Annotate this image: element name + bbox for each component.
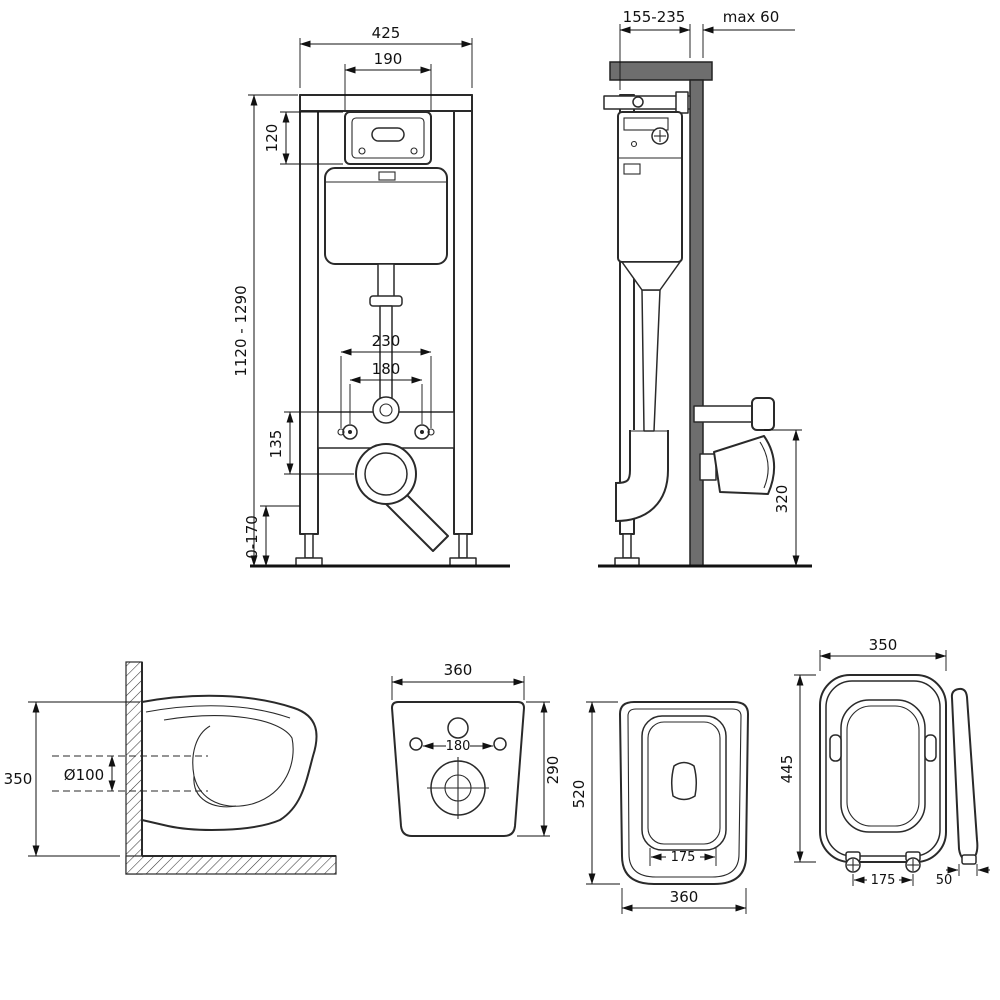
wall-hatched (125, 661, 143, 875)
dim-frame-width-label: 425 (372, 24, 401, 42)
dim-seat-thickness: 50 (936, 864, 990, 888)
dim-flush-width-label: 175 (671, 850, 696, 865)
dim-bowl-front-height-label: 290 (544, 756, 562, 785)
dim-seat-depth: 445 (778, 674, 816, 863)
dim-hole-span: 180 (422, 739, 494, 754)
dim-depth-range-label: 155-235 (623, 8, 686, 26)
dim-bowl-top-width: 360 (621, 888, 747, 914)
dim-hole-span-label: 180 (446, 739, 471, 754)
flush-outlet-side (693, 397, 775, 495)
dim-hinge-span: 175 (852, 873, 914, 888)
dim-seat-thickness-label: 50 (936, 873, 953, 888)
dim-outlet-drop: 135 (267, 411, 354, 475)
cistern-front (324, 167, 448, 265)
bolt-hole-left (409, 737, 423, 751)
flush-pipe-front (369, 263, 403, 399)
dim-frame-height-label: 1120 - 1290 (232, 285, 250, 376)
seat-opening-outer (840, 699, 926, 833)
drain-elbow-side (614, 261, 681, 522)
dim-hinge-span-label: 175 (871, 873, 896, 888)
wall-bracket (603, 91, 691, 114)
dim-bowl-width-label: 360 (444, 661, 473, 679)
dim-bowl-depth-label: 520 (570, 780, 588, 809)
dim-outlet-height-label: 320 (773, 485, 791, 514)
bowl-rim-outer (641, 715, 727, 851)
bowl-rim-inner (647, 721, 721, 845)
dim-fixing-inner-label: 180 (372, 360, 401, 378)
dim-bowl-width: 360 (391, 661, 525, 700)
bowl-front-view: 360 180 290 (391, 661, 562, 837)
frame-side-view: 155-235 max 60 320 (598, 8, 812, 568)
bolt-hole-right (493, 737, 507, 751)
flush-opening (670, 761, 698, 801)
dim-bowl-depth: 520 (570, 701, 620, 885)
dim-bowl-height-label: 350 (4, 770, 33, 788)
dim-fixing-outer-label: 230 (372, 332, 401, 350)
dim-bowl-height: 350 (4, 701, 140, 857)
dim-frame-width: 425 (299, 24, 473, 88)
dim-plate-height-label: 120 (263, 124, 281, 153)
dim-outlet-drop-label: 135 (267, 430, 285, 459)
outlet-assembly-front (337, 396, 449, 552)
bowl-profile (141, 694, 318, 831)
dim-wall-clearance-label: max 60 (723, 8, 780, 26)
cistern-side (617, 111, 683, 263)
seat-slot-left (829, 734, 842, 762)
dim-outlet-diameter: Ø100 (64, 755, 116, 792)
dim-floor-adjust-label: 0-170 (243, 515, 261, 559)
flush-plate (344, 111, 432, 165)
dim-plate-width: 190 (344, 50, 432, 110)
dim-outlet-height: 320 (764, 429, 802, 567)
dim-fixing-inner: 180 (349, 360, 423, 424)
dim-seat-width-label: 350 (869, 636, 898, 654)
dim-seat-depth-label: 445 (778, 755, 796, 784)
dim-fixing-outer: 230 (340, 332, 432, 428)
seat-outline (819, 674, 947, 863)
seat-side-profile (950, 687, 979, 865)
dim-flush-width: 175 (649, 848, 717, 866)
dim-floor-adjust: 0-170 (243, 505, 300, 567)
floor-hatched (125, 855, 337, 875)
inlet-hole (447, 717, 469, 739)
frame-front-view: 425 190 120 1120 - 1290 230 (232, 24, 510, 568)
dim-wall-clearance: max 60 (702, 8, 795, 58)
dim-seat-width: 350 (819, 636, 947, 671)
dim-plate-height: 120 (263, 111, 343, 165)
bowl-top-view: 520 175 360 (570, 701, 749, 914)
seat-hinges (845, 851, 921, 873)
seat-top-view: 350 445 175 50 (778, 636, 990, 888)
dim-depth-range: 155-235 (619, 8, 691, 90)
wall-section-top (609, 61, 713, 81)
bowl-side-view: 350 Ø100 (4, 661, 337, 875)
dim-outlet-diameter-label: Ø100 (64, 766, 104, 784)
seat-slot-right (924, 734, 937, 762)
wall-section (689, 79, 704, 567)
dim-plate-width-label: 190 (374, 50, 403, 68)
dim-bowl-front-height: 290 (517, 701, 562, 837)
seat-opening-inner (846, 705, 920, 827)
dim-frame-height: 1120 - 1290 (232, 94, 298, 567)
dim-bowl-top-width-label: 360 (670, 888, 699, 906)
